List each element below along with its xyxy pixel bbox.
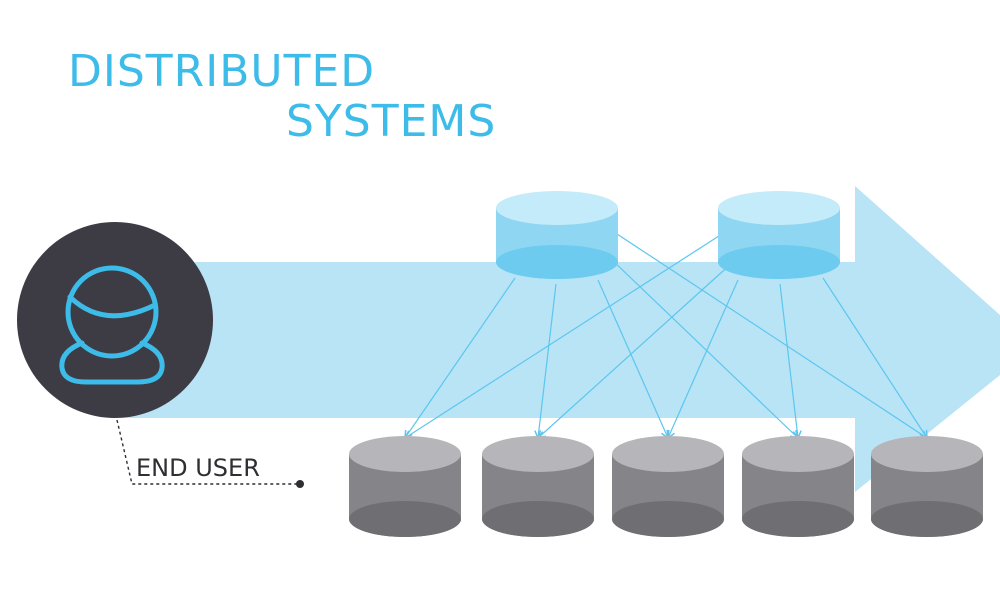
connection-b-2 bbox=[536, 261, 734, 440]
top-database-1 bbox=[496, 191, 618, 279]
bottom-database-4-top bbox=[742, 436, 854, 472]
top-database-1-bottom bbox=[496, 245, 618, 279]
top-database-2-bottom bbox=[718, 245, 840, 279]
top-database-1-top bbox=[496, 191, 618, 225]
bottom-database-3-top bbox=[612, 436, 724, 472]
bottom-database-4-bottom bbox=[742, 501, 854, 537]
bottom-database-3 bbox=[612, 436, 724, 537]
avatar-circle bbox=[17, 222, 213, 418]
connection-a-1 bbox=[404, 277, 516, 440]
end-user-leader-dot bbox=[296, 480, 304, 488]
bottom-database-2-bottom bbox=[482, 501, 594, 537]
connection-b-3 bbox=[666, 279, 739, 440]
end-user-label: END USER bbox=[136, 454, 260, 482]
bottom-database-1-bottom bbox=[349, 501, 461, 537]
bottom-database-2-top bbox=[482, 436, 594, 472]
bottom-database-1 bbox=[349, 436, 461, 537]
bottom-database-5-top bbox=[871, 436, 983, 472]
connections bbox=[403, 233, 929, 440]
connection-a-4 bbox=[609, 257, 800, 440]
bottom-database-5-bottom bbox=[871, 501, 983, 537]
user-icon-body bbox=[59, 340, 165, 385]
title-line-systems: SYSTEMS bbox=[286, 96, 497, 147]
bottom-database-5 bbox=[871, 436, 983, 537]
bottom-database-4 bbox=[742, 436, 854, 537]
bottom-database-3-bottom bbox=[612, 501, 724, 537]
connection-a-2 bbox=[534, 283, 557, 440]
title-line-distributed: DISTRIBUTED bbox=[68, 46, 376, 97]
user-icon-hair bbox=[67, 294, 158, 319]
user-icon bbox=[59, 265, 165, 385]
user-icon-head bbox=[65, 265, 159, 359]
top-database-2 bbox=[718, 191, 840, 279]
bottom-database-2 bbox=[482, 436, 594, 537]
bottom-database-1-top bbox=[349, 436, 461, 472]
connection-b-1 bbox=[403, 233, 723, 439]
end-user-avatar bbox=[17, 222, 213, 418]
top-database-2-top bbox=[718, 191, 840, 225]
connection-b-5 bbox=[822, 277, 928, 440]
connection-b-4 bbox=[779, 283, 802, 440]
